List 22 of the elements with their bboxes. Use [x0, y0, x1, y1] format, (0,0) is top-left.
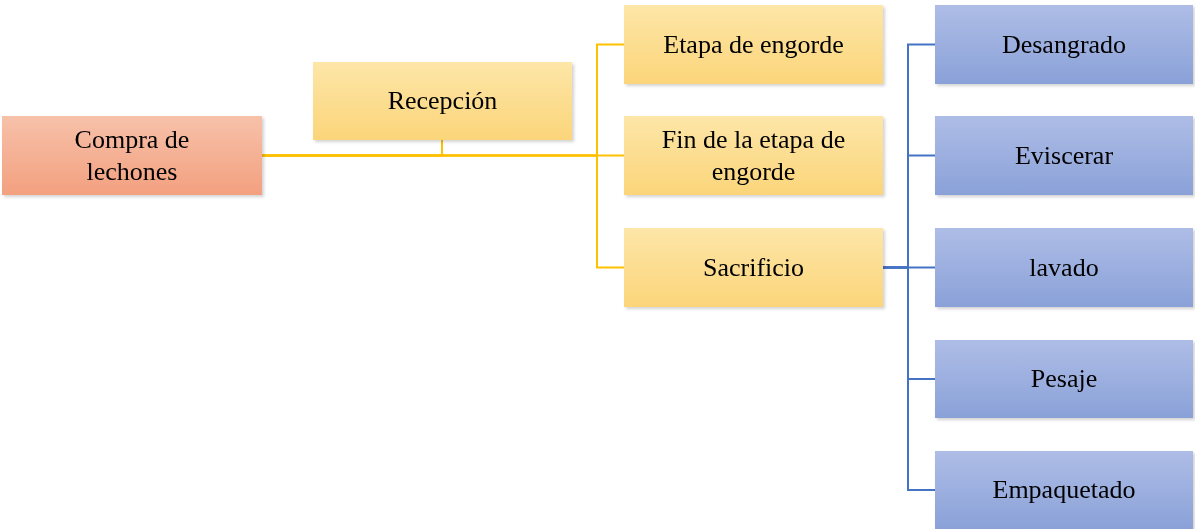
process-box	[624, 116, 883, 195]
box-label: Pesaje	[1030, 363, 1098, 395]
box-label: Empaquetado	[992, 474, 1136, 506]
box-label: Recepción	[387, 85, 498, 117]
process-box	[624, 5, 883, 84]
process-box	[935, 340, 1193, 418]
box-label: Etapa de engorde	[663, 28, 844, 61]
box-label: lavado	[1029, 251, 1099, 284]
box-label: Fin de la etapa de engorde	[660, 124, 847, 187]
box-label: Sacrificio	[702, 251, 805, 284]
process-box	[935, 5, 1193, 84]
process-box	[2, 116, 262, 195]
process-box	[935, 116, 1193, 195]
process-box	[624, 228, 883, 307]
connector-line	[261, 154, 625, 269]
box-label: Compra de lechones	[73, 124, 191, 187]
box-label: Desangrado	[1001, 28, 1127, 61]
process-box	[935, 451, 1193, 529]
process-box	[935, 228, 1193, 307]
process-box	[313, 62, 572, 140]
box-label: Eviscerar	[1014, 139, 1114, 172]
connector-line	[882, 266, 936, 491]
